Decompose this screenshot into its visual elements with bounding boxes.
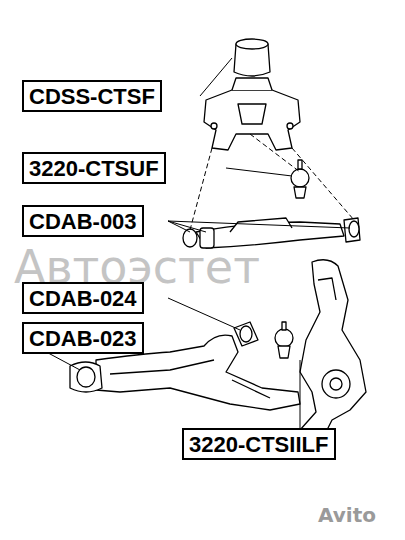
part-number: CDAB-024 [29, 288, 137, 310]
part-number-box: CDAB-023 [22, 322, 144, 354]
part-number-box: CDAB-024 [22, 282, 144, 314]
part-number: 3220-CTSIILF [189, 434, 329, 456]
part-number: CDSS-CTSF [29, 86, 155, 108]
part-number: CDAB-023 [29, 328, 137, 350]
part-number: 3220-CTSUF [29, 158, 159, 180]
part-number-box: CDAB-003 [22, 205, 144, 237]
part-number-box: 3220-CTSIILF [182, 428, 336, 460]
part-number-box: CDSS-CTSF [22, 80, 162, 112]
part-number-box: 3220-CTSUF [22, 152, 166, 184]
watermark-logo: Avito [318, 503, 376, 527]
part-number: CDAB-003 [29, 211, 137, 233]
